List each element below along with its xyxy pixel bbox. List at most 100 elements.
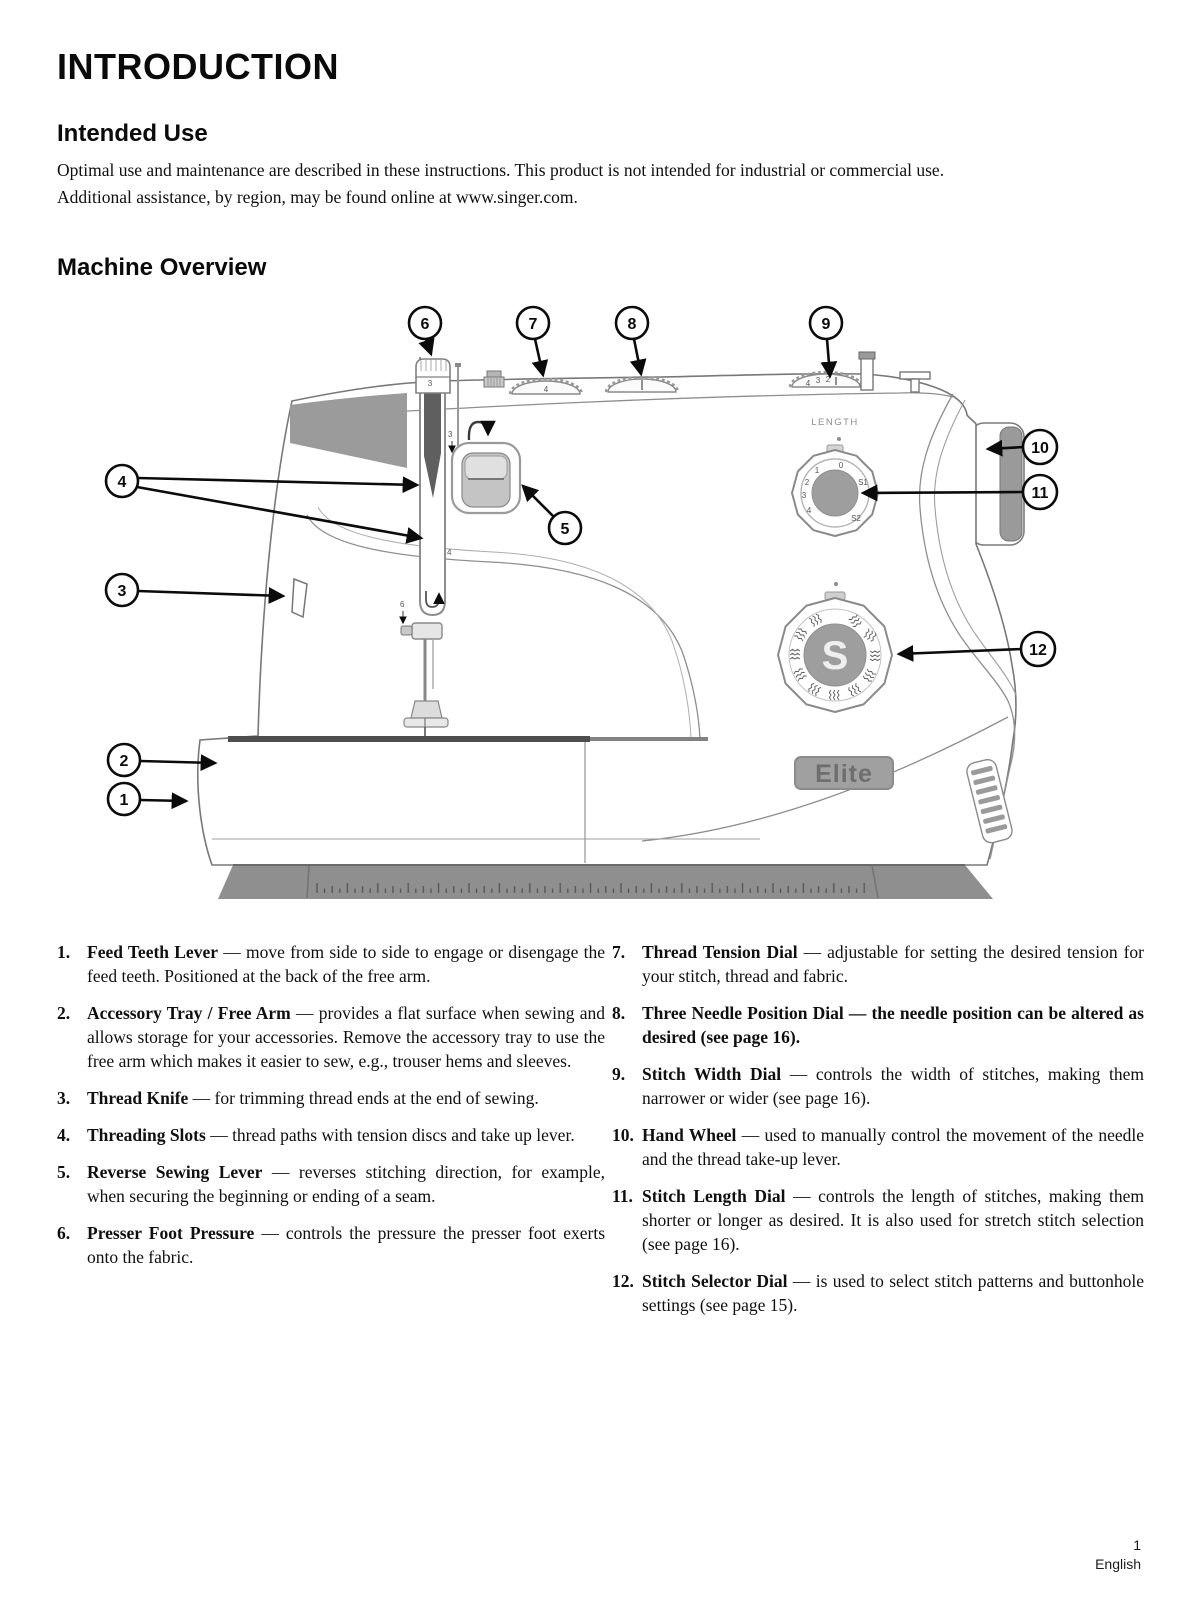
machine-base [218,864,993,899]
slot-marking-4: 4 [447,548,452,557]
item-desc: — provides a flat surface when sewing an… [87,1003,605,1071]
svg-text:1: 1 [120,792,129,809]
item-desc: — for trimming thread ends at the end of… [188,1088,539,1108]
width-dial-2: 2 [826,375,831,384]
item-term: Feed Teeth Lever [87,942,218,962]
svg-text:8: 8 [628,316,637,333]
length-1: 1 [815,466,820,475]
length-4: 4 [807,506,812,515]
threading-slots: 4 6 3 [399,357,461,625]
svg-text:11: 11 [1032,485,1049,502]
needle-assembly [400,622,449,741]
item-desc: — is used to select stitch patterns and … [642,1271,1144,1315]
item-number: 12. [612,1271,634,1291]
legend-left-column: 1.Feed Teeth Lever — move from side to s… [57,940,605,1282]
callout-11: 11 [1021,473,1059,511]
legend-item-3: 3. Thread Knife — for trimming thread end… [57,1086,605,1110]
legend-item-6: 6.Presser Foot Pressure — controls the p… [57,1221,605,1269]
intended-use-heading: Intended Use [57,120,208,147]
legend-item-1: 1.Feed Teeth Lever — move from side to s… [57,940,605,988]
item-term: Stitch Selector Dial [642,1271,788,1291]
spool-pins [858,351,931,393]
rod-marking-3: 3 [448,430,453,439]
svg-text:12: 12 [1029,642,1047,659]
callout-6: 6 [407,305,443,341]
item-term: Stitch Width Dial [642,1064,782,1084]
slot-marking-6: 6 [400,600,405,609]
selector-letter: S [822,634,849,678]
needle-plate-strip [590,737,708,741]
body-contours [212,392,1017,863]
item-desc: — adjustable for setting the desired ten… [642,942,1145,986]
item-number: 10. [612,1125,634,1145]
item-desc: — thread paths with tension discs and ta… [205,1125,575,1145]
item-term: Stitch Length Dial [642,1186,786,1206]
width-dial-4: 4 [806,379,811,388]
reverse-sewing-lever [450,420,522,515]
item-term: Accessory Tray / Free Arm [87,1003,291,1023]
item-number: 8. [612,1003,626,1023]
page-language: English [1095,1556,1141,1572]
bed-edge-strip [228,736,590,742]
needle-position-dial [604,375,680,393]
item-number: 2. [57,1003,71,1023]
length-2: 2 [805,478,810,487]
item-desc: — controls the width of stitches, making… [642,1064,1144,1108]
presser-foot-pressure-knob: 3 [415,358,451,394]
bobbin-winder-tension [483,370,505,388]
callout-3: 3 [104,572,140,608]
item-term: Presser Foot Pressure [87,1223,255,1243]
item-desc: — used to manually control the movement … [642,1125,1144,1169]
svg-text:6: 6 [421,316,430,333]
length-3: 3 [802,491,807,500]
base-ruler [316,881,866,893]
item-term: Thread Tension Dial [642,942,798,962]
thread-tension-dial: 4 [508,377,584,395]
item-term: Threading Slots [87,1125,206,1145]
length-label: LENGTH [811,417,859,428]
width-dial-3: 3 [816,376,821,385]
legend-item-4: 4.Threading Slots — thread paths with te… [57,1123,605,1147]
item-number: 7. [612,942,626,962]
item-term: Reverse Sewing Lever [87,1162,263,1182]
item-number: 5. [57,1162,71,1182]
svg-text:7: 7 [529,316,538,333]
item-term: Thread Knife [87,1088,189,1108]
selector-dot [834,582,838,586]
tension-dial-number: 4 [544,385,549,394]
item-desc: — controls the pressure the presser foot… [87,1223,606,1267]
length-s1: S1 [858,478,868,487]
length-0: 0 [839,461,844,470]
legend-item-5: 5.Reverse Sewing Lever — reverses stitch… [57,1160,605,1208]
callout-7: 7 [515,305,551,341]
callout-circles: 1 2 3 4 5 6 7 8 9 10 11 12 [104,305,1059,817]
machine-diagram: 4 6 3 3 4 4 3 2 [104,305,1059,899]
knob-marking-3: 3 [428,379,433,388]
svg-text:3: 3 [118,583,127,600]
hand-wheel [969,422,1025,546]
page-number: 1 [1133,1537,1141,1553]
stitch-selector-dial: S [777,591,893,713]
faceplate-band [290,393,407,468]
svg-text:2: 2 [120,753,129,770]
callout-5: 5 [547,510,583,546]
item-number: 9. [612,1064,626,1084]
legend-item-10: 10.Hand Wheel — used to manually control… [612,1123,1144,1171]
legend-item-9: 9. Stitch Width Dial — controls the width… [612,1062,1144,1110]
item-desc: — controls the length of stitches, makin… [642,1186,1144,1254]
page-title: INTRODUCTION [57,46,339,87]
callout-12: 12 [1019,630,1057,668]
stitch-length-dial: 0 1 2 3 4 S1 S2 [791,444,879,537]
intended-use-line1: Optimal use and maintenance are describe… [57,160,945,180]
callout-10: 10 [1021,428,1059,466]
svg-text:10: 10 [1031,440,1049,457]
vent-grille [966,758,1013,844]
legend-item-12: 12. Stitch Selector Dial — is used to sel… [612,1269,1144,1317]
thread-knife [291,577,308,619]
brand-badge-text: Elite [815,760,873,788]
page-footer: 1 English [1095,1536,1141,1574]
svg-text:5: 5 [561,521,570,538]
item-number: 3. [57,1088,71,1108]
callout-4: 4 [104,463,140,499]
